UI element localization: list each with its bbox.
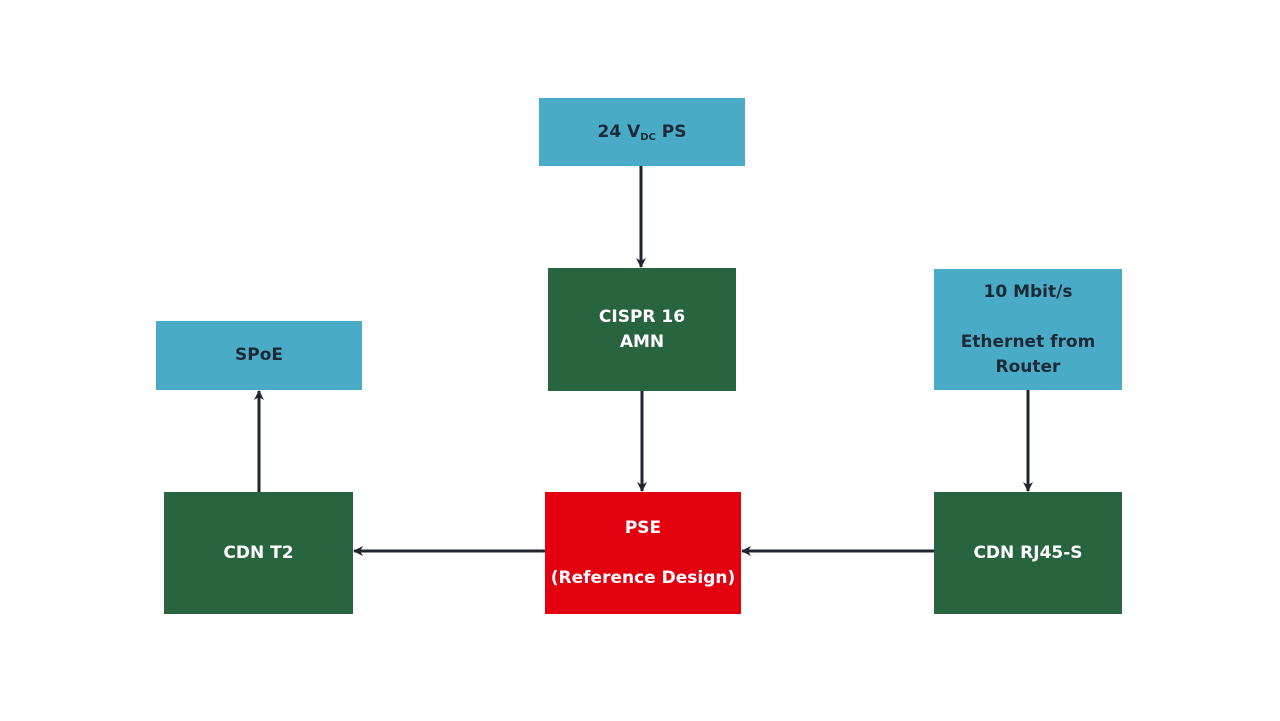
ethernet-label-line1: 10 Mbit/s bbox=[983, 281, 1073, 302]
pse-box: PSE (Reference Design) bbox=[545, 492, 741, 614]
cispr-label-line1: CISPR 16 bbox=[598, 306, 686, 327]
cdn-rj45-box: CDN RJ45-S bbox=[934, 492, 1122, 614]
spoe-label: SPoE bbox=[235, 345, 283, 365]
pse-label-line2: (Reference Design) bbox=[550, 567, 736, 588]
ethernet-router-box: 10 Mbit/s Ethernet from Router bbox=[934, 269, 1122, 390]
cispr-label-line2: AMN bbox=[619, 331, 665, 352]
cdn-t2-label: CDN T2 bbox=[223, 542, 294, 563]
spoe-box: SPoE bbox=[156, 321, 362, 390]
power-supply-label-prefix: 24 V bbox=[597, 121, 641, 142]
cdn-rj45-label: CDN RJ45-S bbox=[973, 542, 1083, 563]
ethernet-label-line2: Ethernet from bbox=[960, 331, 1096, 352]
cdn-t2-box: CDN T2 bbox=[164, 492, 353, 614]
cispr-amn-box: CISPR 16 AMN bbox=[548, 268, 736, 391]
pse-label-line1: PSE bbox=[624, 517, 662, 538]
power-supply-box: 24 V DC PS bbox=[539, 98, 745, 166]
power-supply-label-subscript: DC bbox=[640, 131, 656, 143]
power-supply-label-suffix: PS bbox=[655, 121, 687, 142]
ethernet-label-line3: Router bbox=[995, 356, 1061, 377]
